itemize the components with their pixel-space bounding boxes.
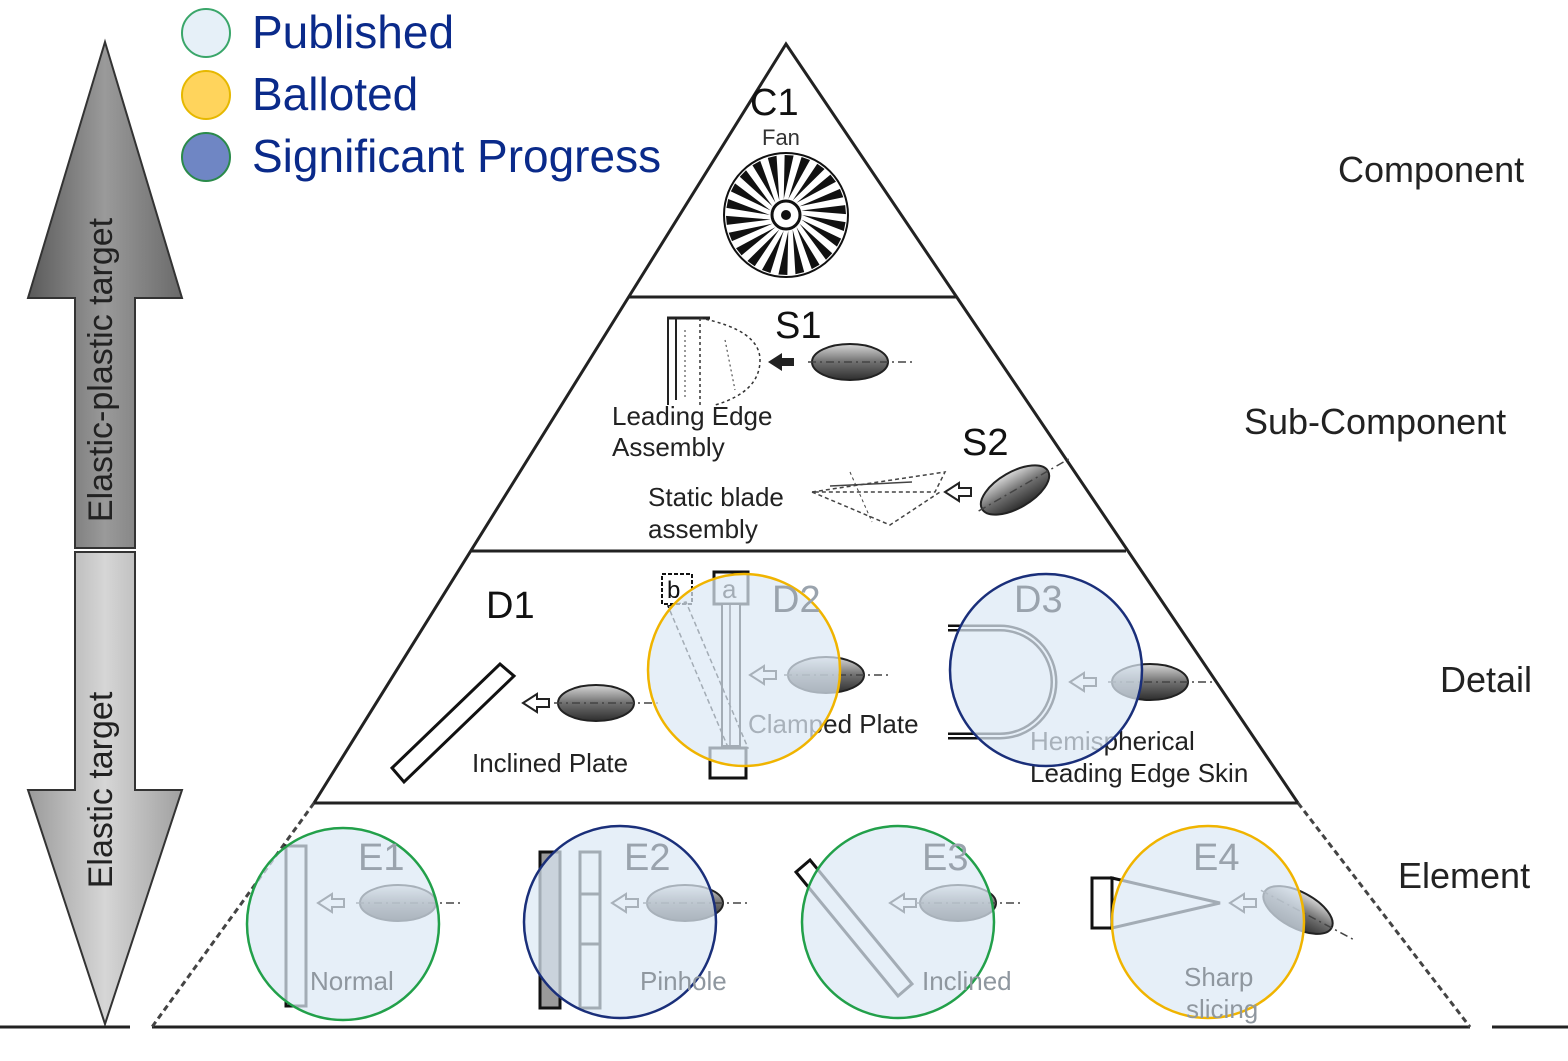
fan-blade (739, 170, 773, 207)
status-circle-e2 (522, 824, 718, 1020)
level-label-detail: Detail (1440, 659, 1532, 700)
status-circle-e1 (245, 826, 441, 1022)
e4-caption-line1: Sharp (1184, 962, 1253, 992)
e3-caption: Inclined (922, 966, 1012, 996)
fan-blade (761, 230, 784, 273)
projectile-icon (553, 684, 659, 722)
fan-blade (728, 223, 773, 242)
d2-code: D2 (772, 579, 821, 621)
fan-blade (778, 230, 789, 275)
e2-code: E2 (624, 837, 670, 879)
fan-blade (792, 229, 805, 275)
down-arrow-icon (26, 551, 184, 1028)
vertical-scale-arrow: Elastic-plastic target Elastic target (26, 38, 184, 1028)
test-d1: D1 Inclined Plate (389, 585, 659, 785)
c1-caption: Fan (762, 125, 800, 150)
legend-label-published: Published (252, 6, 454, 58)
status-circle-e4 (1110, 824, 1306, 1020)
elastic-target-label: Elastic target (82, 691, 120, 888)
d1-caption: Inclined Plate (472, 748, 628, 778)
e3-code: E3 (922, 837, 968, 879)
fan-blade (801, 205, 846, 215)
e1-code: E1 (358, 837, 404, 879)
fan-blade (726, 215, 771, 225)
blade-icon (811, 471, 947, 526)
balloted-swatch-icon (181, 70, 231, 120)
fan-blade (799, 223, 833, 260)
fan-blade (796, 174, 836, 203)
fan-blade (788, 157, 811, 200)
d3-code: D3 (1014, 579, 1063, 621)
test-s2: S2 Static blade assembly (648, 422, 1079, 544)
s2-caption-line1: Static blade (648, 482, 784, 512)
fan-icon (723, 152, 849, 278)
s2-code: S2 (962, 422, 1008, 464)
legend: Published Balloted Significant Progress (181, 6, 661, 182)
leading-edge-icon (667, 316, 761, 406)
c1-code: C1 (750, 82, 799, 124)
fan-blade (783, 155, 794, 200)
level-label-component: Component (1338, 149, 1524, 190)
legend-item-significant-progress: Significant Progress (181, 130, 661, 182)
fan-blade (799, 188, 844, 207)
legend-label-balloted: Balloted (252, 68, 418, 120)
s2-caption-line2: assembly (648, 514, 758, 544)
fan-blade (747, 229, 780, 267)
s1-caption-line1: Leading Edge (612, 401, 772, 431)
test-s1: S1 Leading Edge Assembly (612, 305, 913, 462)
e4-code: E4 (1193, 837, 1239, 879)
up-arrow-icon (26, 38, 184, 549)
fan-spinner (781, 210, 791, 220)
status-overlays (245, 572, 1306, 1022)
fan-blade (792, 163, 825, 201)
legend-label-significant-progress: Significant Progress (252, 130, 661, 182)
progress-swatch-icon (181, 132, 231, 182)
fan-blade (767, 155, 780, 201)
status-circle-d2 (646, 572, 842, 768)
level-label-element: Element (1398, 855, 1530, 896)
d2-tag-b: b (667, 577, 680, 604)
s1-code: S1 (775, 305, 821, 347)
s1-caption-line2: Assembly (612, 432, 725, 462)
fan-blade (752, 160, 776, 203)
e1-caption: Normal (310, 966, 394, 996)
plate-icon (389, 661, 517, 785)
e2-caption: Pinhole (640, 966, 727, 996)
status-circle-e3 (800, 824, 996, 1020)
arrow-icon (768, 353, 794, 371)
legend-item-balloted: Balloted (181, 68, 418, 120)
status-circle-d3 (948, 572, 1144, 768)
fan-blade (726, 198, 770, 215)
arrow-icon (944, 482, 972, 502)
e4-caption-line2: slicing (1186, 994, 1258, 1024)
arrow-icon (522, 693, 550, 713)
fan-blade (801, 219, 842, 247)
published-swatch-icon (181, 8, 231, 58)
pyramid (150, 41, 1472, 1028)
elastic-plastic-label: Elastic-plastic target (82, 217, 120, 522)
projectile-icon (807, 343, 913, 381)
fan-blade (730, 183, 771, 211)
test-c1: C1 Fan (723, 82, 849, 278)
fan-blade (802, 215, 846, 232)
fan-blade (796, 227, 820, 270)
d1-code: D1 (486, 585, 535, 627)
legend-item-published: Published (181, 6, 454, 58)
fan-blade (736, 227, 776, 256)
level-label-sub-component: Sub-Component (1244, 401, 1506, 442)
